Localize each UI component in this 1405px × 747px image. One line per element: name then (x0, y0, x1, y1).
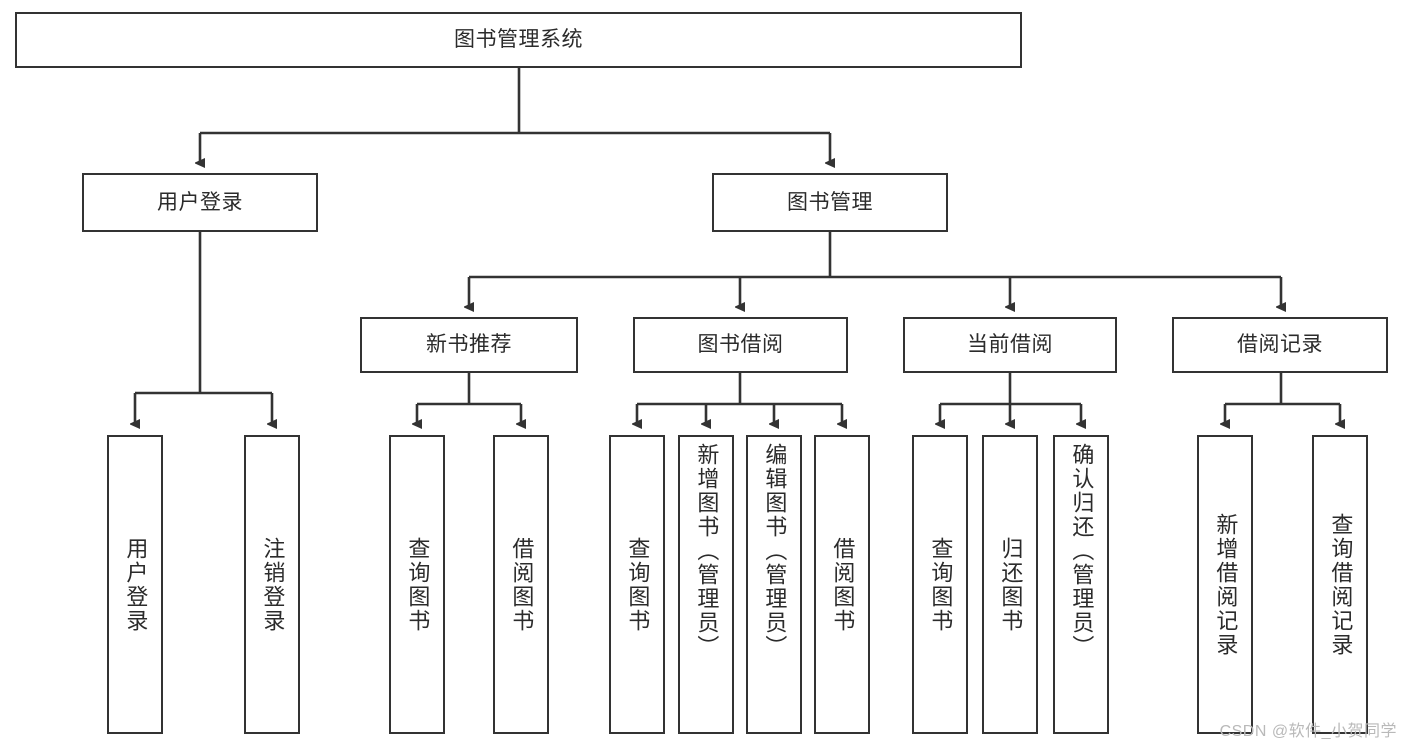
leaf-borrow-borrow-book[interactable]: 借阅图书 (814, 435, 870, 734)
leaf-current-query-book[interactable]: 查询图书 (912, 435, 968, 734)
leaf-current-return-book-label: 归还图书 (998, 536, 1024, 633)
node-book-borrow-label: 图书借阅 (697, 333, 784, 357)
leaf-borrow-query-book[interactable]: 查询图书 (609, 435, 665, 734)
leaf-record-query-record-label: 查询借阅记录 (1328, 512, 1354, 657)
leaf-record-add-record[interactable]: 新增借阅记录 (1197, 435, 1253, 734)
leaf-borrow-borrow-book-label: 借阅图书 (830, 536, 856, 633)
leaf-user-login-login[interactable]: 用户登录 (107, 435, 163, 734)
leaf-borrow-edit-book-label: 编辑图书（管理员） (762, 443, 788, 659)
leaf-current-return-book[interactable]: 归还图书 (982, 435, 1038, 734)
node-root-label: 图书管理系统 (454, 28, 583, 52)
leaf-recommend-borrow-book-label: 借阅图书 (509, 536, 535, 633)
leaf-borrow-query-book-label: 查询图书 (625, 536, 651, 633)
leaf-borrow-edit-book[interactable]: 编辑图书（管理员） (746, 435, 802, 734)
leaf-borrow-add-book-label: 新增图书（管理员） (694, 443, 720, 659)
node-user-login[interactable]: 用户登录 (82, 173, 318, 232)
node-new-book-recommend-label: 新书推荐 (426, 333, 512, 357)
leaf-record-add-record-label: 新增借阅记录 (1213, 512, 1239, 657)
node-book-borrow[interactable]: 图书借阅 (633, 317, 848, 373)
leaf-user-login-logout[interactable]: 注销登录 (244, 435, 300, 734)
leaf-current-confirm-return[interactable]: 确认归还（管理员） (1053, 435, 1109, 734)
node-book-management-label: 图书管理 (787, 190, 873, 214)
node-book-management[interactable]: 图书管理 (712, 173, 948, 232)
node-current-borrow-label: 当前借阅 (967, 333, 1053, 357)
csdn-watermark: CSDN @软件_小贺同学 (1219, 723, 1397, 740)
leaf-user-login-logout-label: 注销登录 (260, 536, 286, 633)
leaf-record-query-record[interactable]: 查询借阅记录 (1312, 435, 1368, 734)
node-user-login-label: 用户登录 (157, 190, 243, 214)
node-borrow-record-label: 借阅记录 (1237, 333, 1323, 357)
leaf-recommend-query-book-label: 查询图书 (405, 536, 431, 633)
node-borrow-record[interactable]: 借阅记录 (1172, 317, 1388, 373)
node-root[interactable]: 图书管理系统 (15, 12, 1022, 68)
node-new-book-recommend[interactable]: 新书推荐 (360, 317, 578, 373)
leaf-recommend-query-book[interactable]: 查询图书 (389, 435, 445, 734)
leaf-recommend-borrow-book[interactable]: 借阅图书 (493, 435, 549, 734)
leaf-borrow-add-book[interactable]: 新增图书（管理员） (678, 435, 734, 734)
leaf-user-login-login-label: 用户登录 (123, 536, 149, 633)
node-current-borrow[interactable]: 当前借阅 (903, 317, 1117, 373)
leaf-current-confirm-return-label: 确认归还（管理员） (1069, 443, 1095, 659)
leaf-current-query-book-label: 查询图书 (928, 536, 954, 633)
